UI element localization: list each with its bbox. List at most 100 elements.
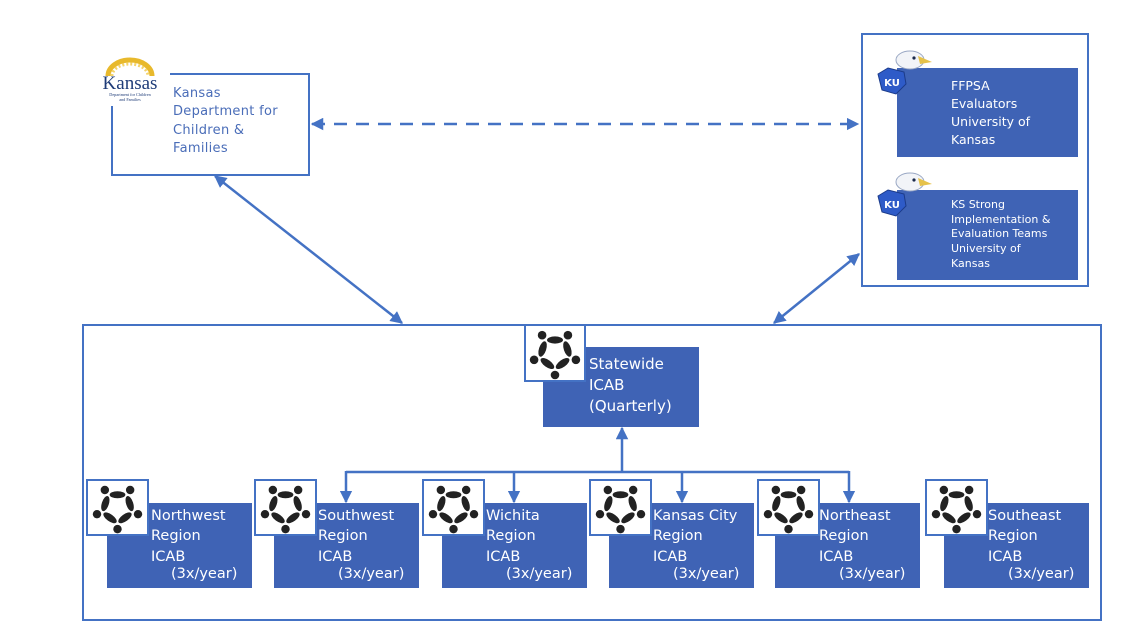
person-head [563,330,573,340]
person-head [281,524,290,534]
ku-box-label: KS Strong Implementation & Evaluation Te… [951,198,1051,270]
person-body [439,512,453,524]
person-head [571,355,581,365]
dcf-label: Kansas Department for Children & Familie… [173,86,278,157]
person-body [101,496,110,512]
person-body [606,512,620,524]
person-body [940,496,949,512]
person-head [268,485,278,495]
person-body [957,512,971,524]
region-label: Northwest Region ICAB [151,508,226,565]
person-body [538,341,547,357]
icab-container [82,324,1102,621]
person-head [529,355,539,365]
person-head [293,485,303,495]
person-head [964,485,974,495]
person-body [604,496,613,512]
person-head [550,370,560,380]
person-body [621,512,635,524]
person-head [595,509,605,519]
person-body [547,336,563,344]
kansas-dcf-logo: Kansas Department for Children and Famil… [90,56,170,106]
person-head [939,485,949,495]
person-head [952,524,961,534]
person-body [555,357,570,370]
person-body [437,496,446,512]
person-body [286,512,300,524]
person-head [603,485,613,495]
person-body [780,491,797,499]
person-head [931,509,941,519]
person-head [125,485,135,495]
person-head [469,509,479,519]
person-head [113,524,122,534]
region-label: Wichita Region ICAB [486,508,540,565]
person-body [269,496,278,512]
person-body [103,512,117,524]
svg-text:and Families: and Families [119,97,141,102]
people-circle-icon [86,479,149,536]
person-body [461,496,470,512]
person-body [772,496,781,512]
people-circle-icon [925,479,988,536]
person-head [804,509,814,519]
person-head [784,524,793,534]
region-frequency: (3x/year) [1008,566,1075,582]
ku-ffpsa-evaluators-node: FFPSA Evaluators University of Kansas [897,68,1078,157]
region-label: Southeast Region ICAB [988,508,1062,565]
person-head [92,509,102,519]
person-head [796,485,806,495]
person-head [972,509,982,519]
person-head [628,485,638,495]
arrow-dcf-icab [214,175,403,324]
person-body [628,496,637,512]
region-label: Kansas City Region ICAB [653,508,738,565]
logo-wordmark: Kansas [103,73,158,94]
region-frequency: (3x/year) [338,566,405,582]
jayhawk-icon: KU [874,166,934,226]
person-body [948,491,965,499]
jayhawk-icon: KU [874,44,934,104]
arrow-ku-icab [773,253,860,324]
people-circle-icon [254,479,317,536]
region-frequency: (3x/year) [506,566,573,582]
svg-text:KU: KU [884,200,900,211]
person-head [537,330,547,340]
person-body [964,496,973,512]
person-head [449,524,458,534]
people-circle-icon [757,479,820,536]
person-body [271,512,285,524]
statewide-label: Statewide ICAB (Quarterly) [589,355,672,415]
person-body [293,496,302,512]
person-head [100,485,110,495]
person-head [616,524,625,534]
region-label: Southwest Region ICAB [318,508,395,565]
person-head [260,509,270,519]
region-frequency: (3x/year) [171,566,238,582]
person-head [636,509,646,519]
person-body [774,512,788,524]
ku-ks-strong-node: KS Strong Implementation & Evaluation Te… [897,190,1078,280]
region-frequency: (3x/year) [673,566,740,582]
person-head [771,485,781,495]
person-body [612,491,629,499]
ku-box-label: FFPSA Evaluators University of Kansas [951,78,1031,148]
svg-text:KU: KU [884,78,900,89]
sun-arc-icon: Kansas Department for Children and Famil… [103,57,158,102]
region-label: Northeast Region ICAB [819,508,891,565]
region-frequency: (3x/year) [839,566,906,582]
region-wichita-node: Wichita Region ICAB (3x/year) [442,503,587,588]
person-head [436,485,446,495]
person-body [796,496,805,512]
person-head [763,509,773,519]
person-head [428,509,438,519]
people-circle-icon [422,479,485,536]
person-body [118,512,132,524]
svg-text:Department for Children: Department for Children [109,92,151,97]
people-circle-icon [524,324,586,382]
person-body [454,512,468,524]
person-body [109,491,126,499]
person-head [301,509,311,519]
person-body [942,512,956,524]
